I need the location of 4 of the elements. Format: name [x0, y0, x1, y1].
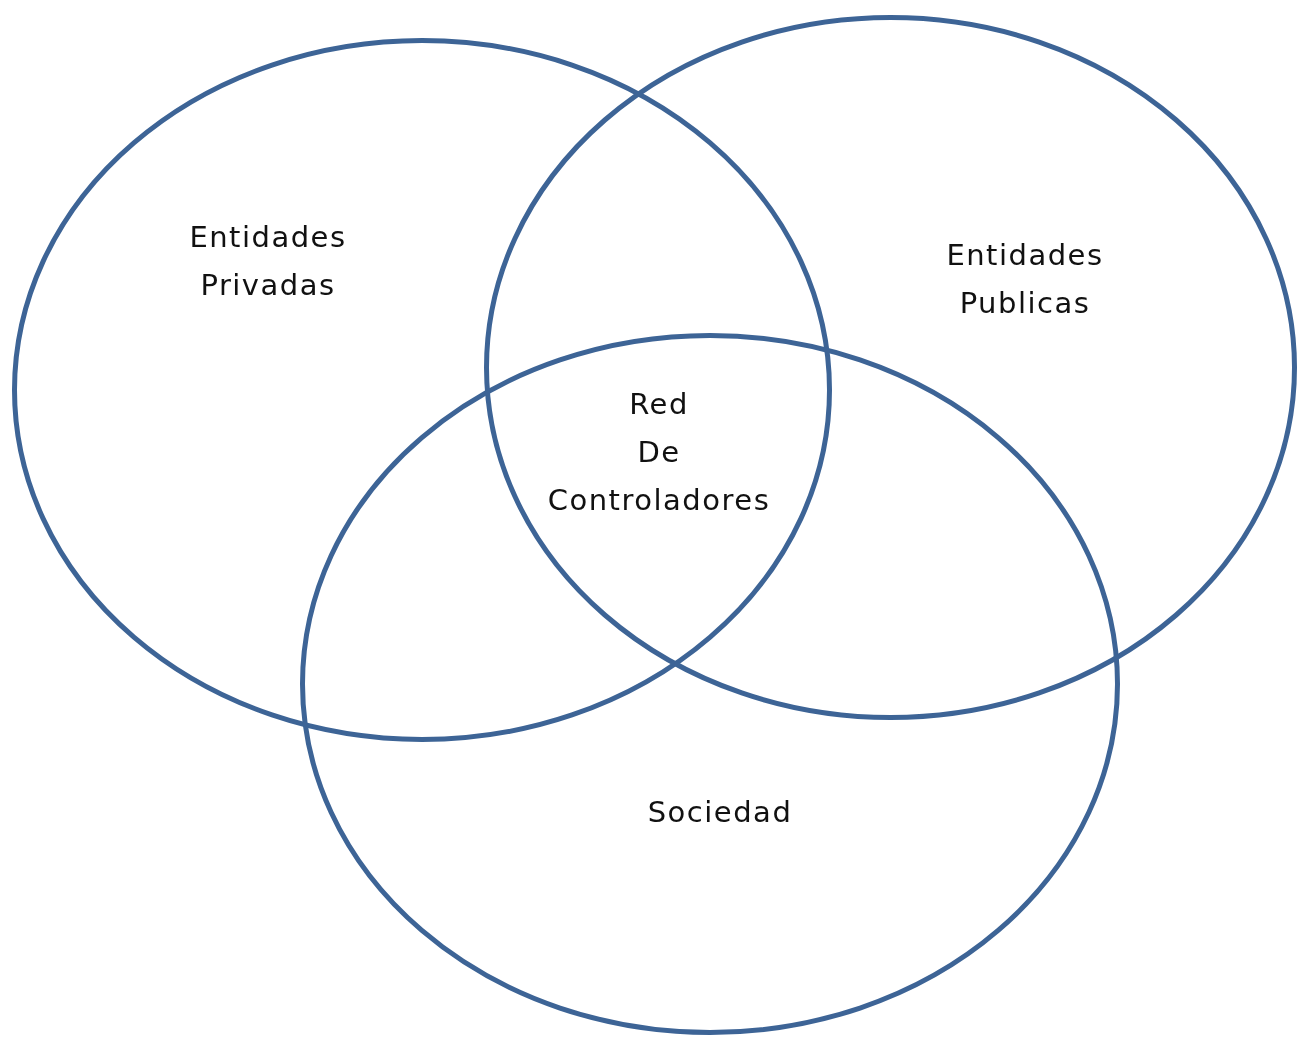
circle-label: Entidades Publicas: [945, 237, 1105, 322]
circle-label: Entidades Privadas: [188, 219, 348, 304]
intersection-label: Red De Controladores: [546, 386, 772, 519]
circle-label: Sociedad: [646, 794, 794, 831]
